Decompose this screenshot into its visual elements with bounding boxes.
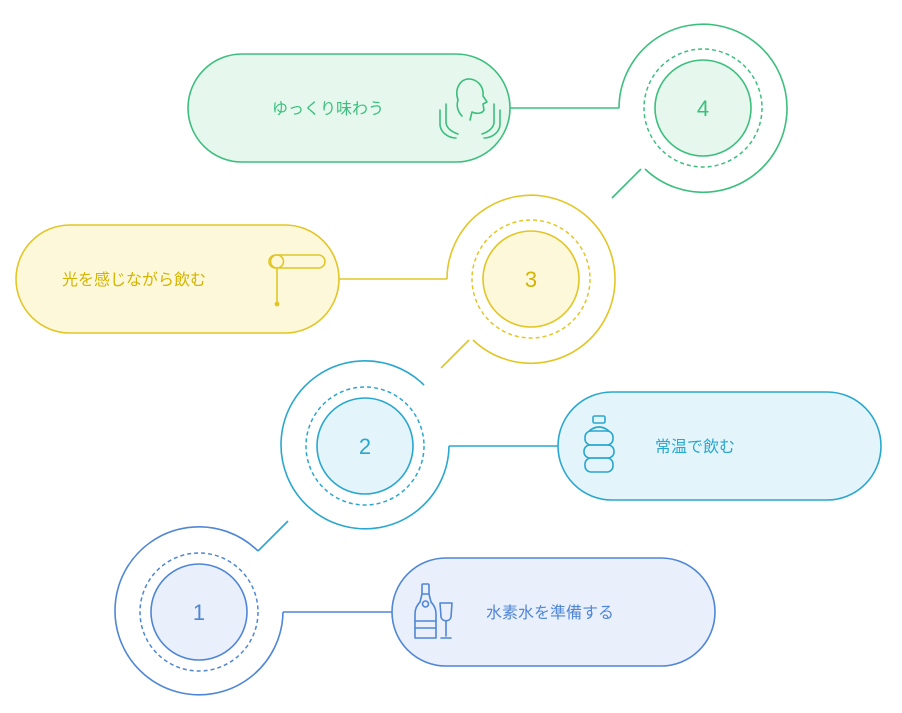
step-2-badge (316, 397, 414, 495)
step-4-card (187, 53, 511, 163)
step-4-badge (654, 59, 752, 157)
step-3-outer-arc (446, 194, 616, 364)
step-3-badge (482, 230, 580, 328)
step-1-label: 水素水を準備する (486, 603, 614, 622)
step-3-dashed-ring (471, 219, 591, 339)
step-1-badge (150, 563, 248, 661)
step-1: 1 水素水を準備する (114, 526, 716, 696)
step-3-link-to-2 (440, 339, 470, 369)
step-2-label: 常温で飲む (655, 437, 735, 456)
step-2-outer-arc (280, 360, 450, 530)
step-2-number: 2 (359, 434, 371, 459)
step-2-dashed-ring (305, 386, 425, 506)
water-jug-icon (583, 415, 615, 473)
step-2-card (557, 391, 882, 501)
step-4-dashed-ring (643, 48, 763, 168)
person-tasting-icon (439, 78, 501, 139)
sunlight-pipe-icon (268, 254, 326, 307)
step-2-link-to-1 (257, 520, 289, 552)
step-3: 3 光を感じながら飲む (15, 194, 616, 369)
step-4-outer-arc (618, 23, 788, 193)
step-2: 2 常温で飲む (257, 360, 882, 552)
step-1-dashed-ring (139, 552, 259, 672)
step-1-outer-arc (114, 526, 284, 696)
step-4-link-to-3 (611, 168, 642, 199)
step-3-label: 光を感じながら飲む (62, 270, 206, 289)
step-1-number: 1 (193, 600, 205, 625)
step-3-number: 3 (525, 267, 537, 292)
step-4: 4 ゆっくり味わう (187, 23, 788, 199)
step-3-card (15, 224, 340, 334)
step-4-number: 4 (697, 96, 709, 121)
step-4-label: ゆっくり味わう (272, 99, 384, 118)
bottle-and-glass-icon (414, 583, 453, 639)
step-1-card (391, 557, 716, 667)
